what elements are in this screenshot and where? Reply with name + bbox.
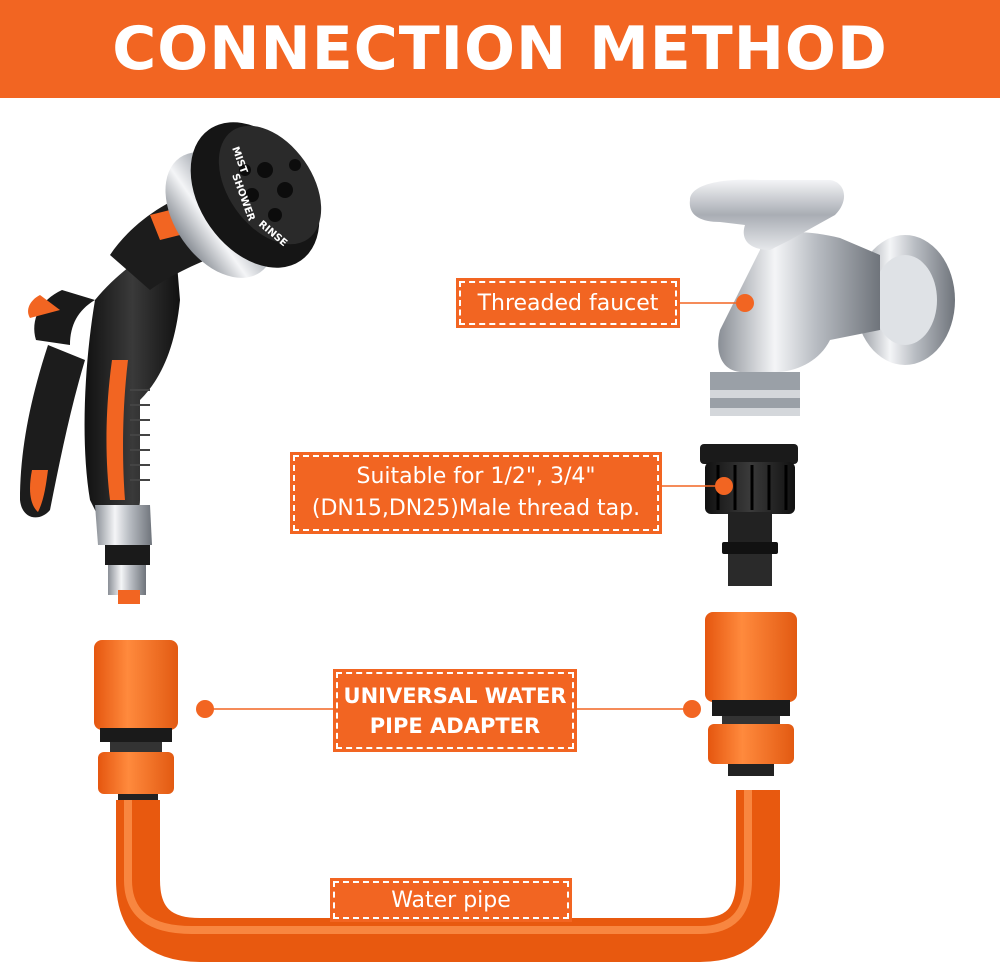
suitable-text-line1: Suitable for 1/2", 3/4" <box>356 464 596 489</box>
spray-nozzle-icon: MIST SHOWER RINSE <box>20 122 322 604</box>
tap-connector-icon <box>700 444 798 586</box>
adapter-label: UNIVERSAL WATER PIPE ADAPTER <box>333 669 577 752</box>
header-banner: CONNECTION METHOD <box>0 0 1000 98</box>
water-pipe-label: Water pipe <box>330 878 572 922</box>
threaded-faucet-text: Threaded faucet <box>477 290 659 316</box>
callout-lines <box>210 302 740 710</box>
suitable-label: Suitable for 1/2", 3/4" (DN15,DN25)Male … <box>290 452 662 534</box>
hose-adapter-right-icon <box>683 612 797 776</box>
faucet-icon <box>689 179 955 416</box>
adapter-text-line1: UNIVERSAL WATER <box>343 683 567 708</box>
water-pipe-text: Water pipe <box>391 887 511 913</box>
suitable-text-line2: (DN15,DN25)Male thread tap. <box>311 496 641 521</box>
adapter-text-line2: PIPE ADAPTER <box>369 713 541 738</box>
hose-adapter-left-icon <box>94 640 214 804</box>
page-title: CONNECTION METHOD <box>112 14 888 84</box>
water-pipe-icon <box>116 790 780 962</box>
threaded-faucet-label: Threaded faucet <box>456 278 680 328</box>
